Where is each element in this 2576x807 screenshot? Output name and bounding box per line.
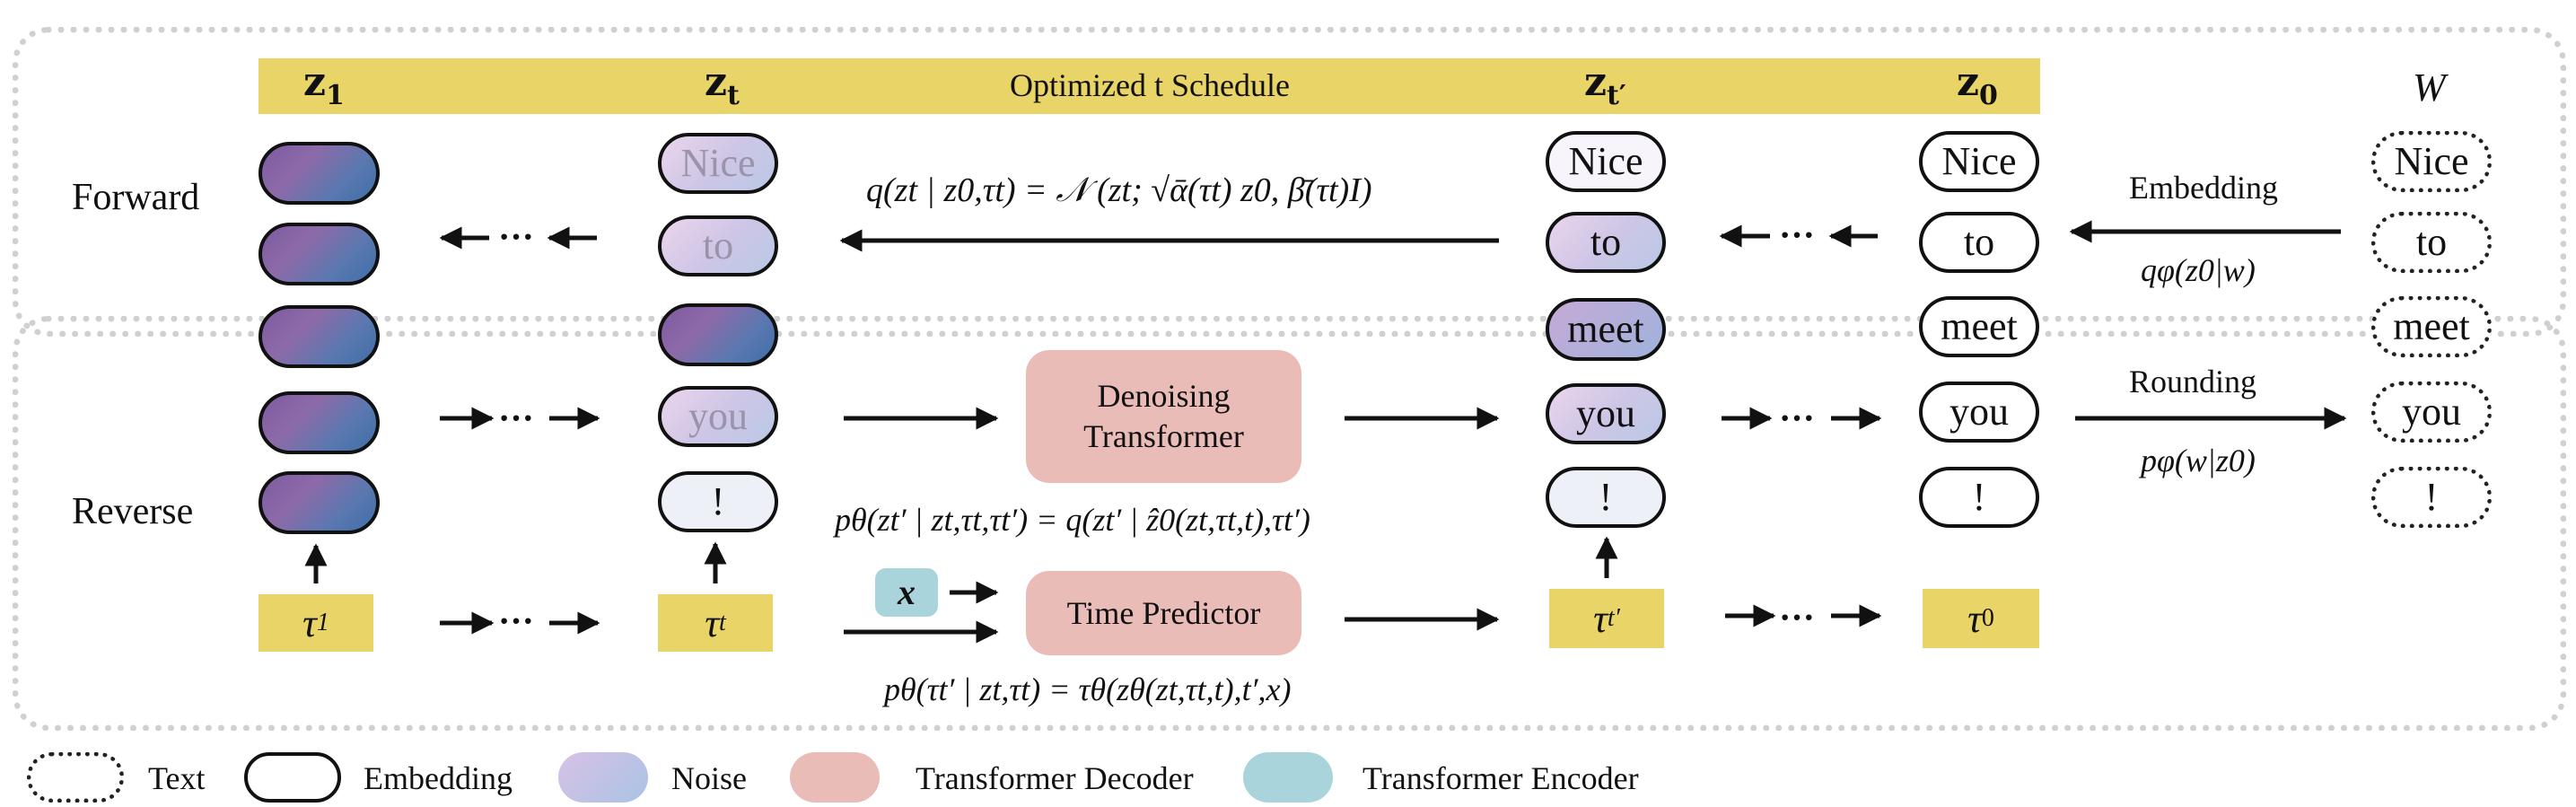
z1-token-4 [258, 391, 380, 454]
z1-token-2 [258, 223, 380, 285]
w-label: W [2413, 66, 2446, 110]
embedding-equation: qφ(z0|w) [2141, 252, 2256, 288]
ztp-label: zt′ [1584, 59, 1626, 111]
ellipsis-forward-right: ··· [1779, 215, 1816, 255]
z0-token-meet: meet [1919, 296, 2039, 357]
zt-token-you: you [658, 386, 778, 447]
ztp-token-nice: Nice [1546, 131, 1666, 192]
ellipsis-tau-right: ··· [1779, 597, 1816, 637]
z1-token-3 [258, 305, 380, 368]
z0-label: z0 [1957, 59, 1998, 111]
ztp-token-to: to [1546, 212, 1666, 273]
ellipsis-reverse-right: ··· [1779, 398, 1816, 438]
zt-token-to: to [658, 215, 778, 276]
rounding-equation: pφ(w|z0) [2141, 443, 2256, 478]
ztp-token-meet: meet [1546, 298, 1666, 361]
reverse-denoise-equation: pθ(zt′ | zt,τt,τt′) = q(zt′ | ẑ0(zt,τt,t… [835, 502, 1310, 538]
forward-equation: q(zt | z0,τt) = 𝒩 (zt; √ᾱ(τt) z0, β̄(τt)… [866, 171, 1372, 209]
w-token-nice: Nice [2371, 131, 2492, 192]
w-token-you: you [2371, 382, 2492, 443]
z0-token-you: you [1919, 382, 2039, 443]
legend-encoder-swatch [1243, 752, 1333, 803]
zt-token-meet [658, 303, 778, 366]
legend-embedding-swatch [244, 752, 341, 803]
forward-label: Forward [72, 177, 200, 218]
w-token-meet: meet [2371, 296, 2492, 357]
w-token-to: to [2371, 212, 2492, 273]
x-input-box: x [875, 568, 938, 617]
z1-token-1 [258, 142, 380, 205]
embedding-label: Embedding [2129, 170, 2278, 206]
z0-token-excl: ! [1919, 467, 2039, 528]
z0-token-nice: Nice [1919, 131, 2039, 192]
rounding-label: Rounding [2129, 364, 2257, 399]
reverse-frame [13, 316, 2566, 731]
forward-frame [13, 27, 2566, 337]
legend-text-label: Text [148, 760, 206, 796]
ztp-token-you: you [1546, 383, 1666, 444]
w-token-excl: ! [2371, 467, 2492, 528]
reverse-label: Reverse [72, 491, 194, 532]
legend-decoder-label: Transformer Decoder [916, 760, 1194, 796]
zt-token-excl: ! [658, 471, 778, 532]
legend-noise-swatch [558, 752, 648, 803]
z1-token-5 [258, 471, 380, 534]
zt-token-nice: Nice [658, 133, 778, 194]
ellipsis-tau-left: ··· [498, 601, 535, 641]
zt-label: zt [705, 59, 740, 111]
time-predictor-box: Time Predictor [1026, 571, 1301, 655]
z0-token-to: to [1919, 212, 2039, 273]
legend-text-swatch [27, 752, 124, 803]
ztp-token-excl: ! [1546, 467, 1666, 528]
schedule-bar [258, 58, 2040, 114]
z1-label: z1 [303, 59, 345, 111]
legend-encoder-label: Transformer Encoder [1362, 760, 1639, 796]
schedule-title: Optimized t Schedule [1010, 67, 1290, 103]
legend-noise-label: Noise [671, 760, 747, 796]
denoising-transformer-box: Denoising Transformer [1026, 350, 1301, 483]
ellipsis-forward-left: ··· [498, 216, 535, 257]
legend-embedding-label: Embedding [364, 760, 513, 796]
reverse-time-equation: pθ(τt′ | zt,τt) = τθ(zθ(zt,τt,t),t′,x) [884, 671, 1292, 707]
legend-decoder-swatch [790, 752, 880, 803]
ellipsis-reverse-left: ··· [498, 398, 535, 438]
